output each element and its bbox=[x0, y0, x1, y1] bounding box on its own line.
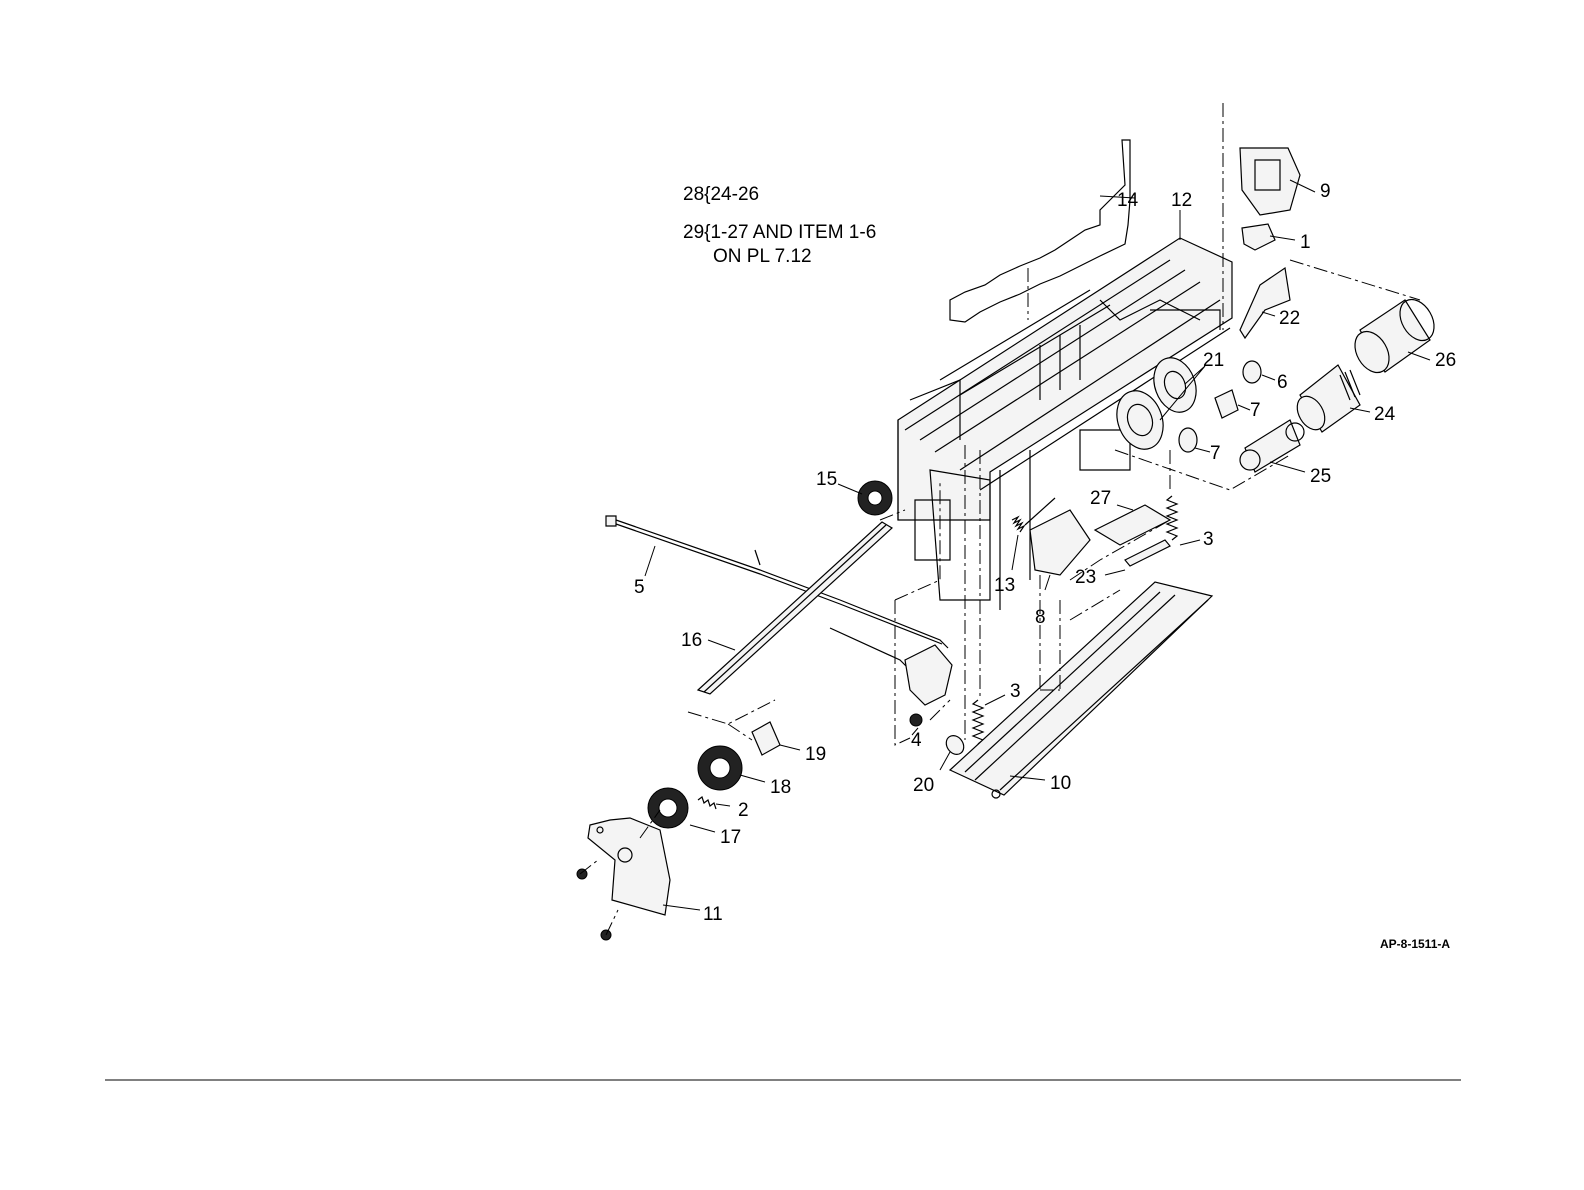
callout-15: 15 bbox=[816, 469, 837, 490]
part-19-coupling bbox=[752, 722, 800, 755]
callout-1: 1 bbox=[1300, 232, 1311, 253]
part-7-bearing-bottom bbox=[1179, 428, 1210, 452]
callout-3-upper: 3 bbox=[1203, 529, 1214, 550]
callout-20: 20 bbox=[913, 775, 934, 796]
part-10-plate bbox=[950, 582, 1212, 798]
callout-11: 11 bbox=[703, 904, 723, 925]
callout-8: 8 bbox=[1035, 607, 1046, 628]
callout-9: 9 bbox=[1320, 181, 1331, 202]
part-18-gear bbox=[698, 746, 765, 790]
solenoid-bracket bbox=[905, 645, 952, 705]
part-15-gear bbox=[838, 481, 892, 515]
callout-7-top: 7 bbox=[1250, 400, 1261, 421]
callout-22: 22 bbox=[1279, 308, 1300, 329]
part-2-spring bbox=[698, 797, 730, 809]
callout-19: 19 bbox=[805, 744, 826, 765]
part-23-pad bbox=[1105, 540, 1170, 575]
part-27-pad bbox=[1095, 505, 1170, 545]
callout-2: 2 bbox=[738, 800, 749, 821]
callout-24: 24 bbox=[1374, 404, 1396, 425]
part-7-bearing-top bbox=[1215, 390, 1250, 418]
callout-12: 12 bbox=[1171, 190, 1192, 211]
callout-4: 4 bbox=[911, 730, 922, 751]
screw-upper bbox=[577, 869, 587, 879]
part-5-harness bbox=[606, 516, 948, 670]
callout-27: 27 bbox=[1090, 488, 1111, 509]
note-line-1: 28{24-26 bbox=[683, 184, 759, 205]
part-16-rail bbox=[698, 522, 892, 694]
callout-7-bottom: 7 bbox=[1210, 443, 1221, 464]
callout-13: 13 bbox=[994, 575, 1015, 596]
part-9-bracket bbox=[1240, 148, 1315, 215]
callout-14: 14 bbox=[1117, 190, 1139, 211]
note-line-3: ON PL 7.12 bbox=[713, 246, 812, 267]
part-26-roller bbox=[1348, 293, 1441, 378]
callout-6: 6 bbox=[1277, 372, 1288, 393]
callout-5: 5 bbox=[634, 577, 645, 598]
part-24-tire bbox=[1292, 365, 1370, 435]
callout-17: 17 bbox=[720, 827, 741, 848]
callout-23: 23 bbox=[1075, 567, 1096, 588]
part-3-spring-upper bbox=[1167, 496, 1200, 545]
part-6-bearing bbox=[1243, 361, 1275, 383]
part-1-sensor bbox=[1242, 224, 1295, 250]
callout-18: 18 bbox=[770, 777, 791, 798]
note-line-2: 29{1-27 AND ITEM 1-6 bbox=[683, 222, 876, 243]
callout-10: 10 bbox=[1050, 773, 1071, 794]
callout-21: 21 bbox=[1203, 350, 1224, 371]
part-17-gear bbox=[648, 788, 715, 832]
callout-16: 16 bbox=[681, 630, 702, 651]
figure-id: AP-8-1511-A bbox=[1380, 937, 1450, 951]
callout-26: 26 bbox=[1435, 350, 1456, 371]
callout-25: 25 bbox=[1310, 466, 1331, 487]
part-25-hub bbox=[1240, 420, 1305, 472]
callout-3-lower: 3 bbox=[1010, 681, 1021, 702]
